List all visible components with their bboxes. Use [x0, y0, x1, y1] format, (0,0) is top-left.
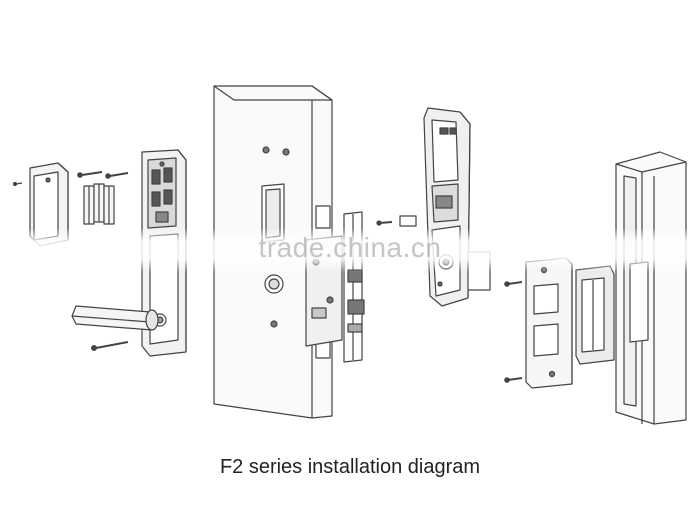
- strike-screws: [504, 281, 523, 383]
- screw-bottom-left: [90, 341, 129, 352]
- door-frame: [615, 151, 687, 425]
- strike-plate: [525, 257, 573, 389]
- interior-lever: [71, 305, 159, 331]
- screws-top: [77, 171, 129, 179]
- watermark-text: trade.china.cn: [258, 232, 442, 263]
- back-plate: [29, 162, 69, 247]
- screw-left-small: [12, 181, 23, 187]
- exterior-keypad-assembly: [423, 107, 491, 307]
- diagram-caption: F2 series installation diagram: [219, 456, 481, 478]
- screws-middle: [376, 215, 417, 227]
- strike-box: [575, 265, 615, 365]
- watermark-band: [0, 228, 700, 272]
- batteries: [83, 183, 115, 225]
